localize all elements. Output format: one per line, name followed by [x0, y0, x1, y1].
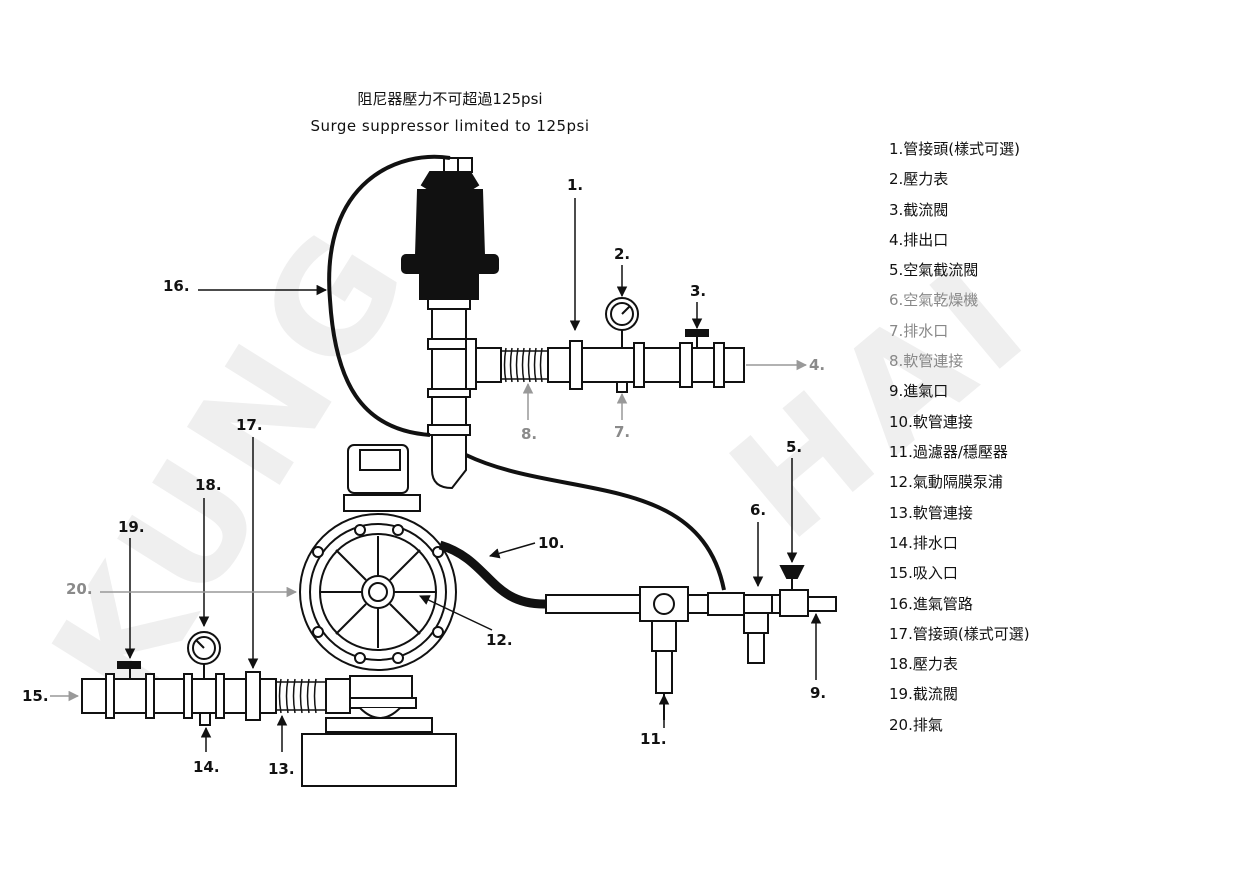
callout-1: 1. — [567, 176, 584, 194]
legend-item-16: 16.進氣管路 — [889, 595, 973, 613]
air-supply-line — [545, 565, 837, 720]
callout-19: 19. — [118, 518, 145, 536]
legend-item-7: 7.排水口 — [889, 322, 949, 340]
callout-5: 5. — [786, 438, 803, 456]
title-chinese: 阻尼器壓力不可超過125psi — [357, 90, 543, 108]
callout-4: 4. — [809, 356, 826, 374]
discharge-line — [465, 297, 745, 393]
callout-3: 3. — [690, 282, 707, 300]
legend-item-9: 9.進氣口 — [889, 382, 949, 400]
callout-9: 9. — [810, 684, 827, 702]
legend-item-8: 8.軟管連接 — [889, 352, 964, 370]
legend-item-18: 18.壓力表 — [889, 655, 958, 673]
callout-13: 13. — [268, 760, 295, 778]
callout-2: 2. — [614, 245, 631, 263]
pump-stand — [301, 733, 457, 787]
callout-8: 8. — [521, 425, 538, 443]
callout-11: 11. — [640, 730, 667, 748]
legend-item-4: 4.排出口 — [889, 231, 949, 249]
legend-item-14: 14.排水口 — [889, 534, 958, 552]
surge-suppressor — [401, 157, 499, 300]
callout-10: 10. — [538, 534, 565, 552]
legend-item-19: 19.截流閥 — [889, 685, 958, 703]
flex-hose-13 — [276, 678, 326, 714]
callout-17: 17. — [236, 416, 263, 434]
callout-12: 12. — [486, 631, 513, 649]
title-english: Surge suppressor limited to 125psi — [310, 117, 590, 135]
legend-item-20: 20.排氣 — [889, 716, 943, 734]
suction-line — [81, 631, 351, 726]
callout-14: 14. — [193, 758, 220, 776]
callout-18: 18. — [195, 476, 222, 494]
legend-item-13: 13.軟管連接 — [889, 504, 973, 522]
vertical-riser — [427, 298, 471, 490]
air-hose-to-pump — [465, 453, 726, 591]
callout-15: 15. — [22, 687, 49, 705]
legend-item-17: 17.管接頭(樣式可選) — [889, 625, 1030, 643]
legend-item-6: 6.空氣乾燥機 — [889, 291, 979, 309]
callout-20: 20. — [66, 580, 93, 598]
legend-item-15: 15.吸入口 — [889, 564, 958, 582]
legend-item-10: 10.軟管連接 — [889, 413, 973, 431]
exhaust-hose-10 — [438, 540, 547, 609]
diaphragm-pump — [299, 444, 457, 733]
legend-item-3: 3.截流閥 — [889, 201, 949, 219]
legend-item-2: 2.壓力表 — [889, 170, 949, 188]
callout-7: 7. — [614, 423, 631, 441]
legend-item-1: 1.管接頭(樣式可選) — [889, 140, 1021, 158]
legend-item-11: 11.過濾器/穩壓器 — [889, 443, 1008, 461]
legend-item-5: 5.空氣截流閥 — [889, 261, 979, 279]
air-hose-16 — [327, 154, 451, 437]
callout-6: 6. — [750, 501, 767, 519]
flex-hose-8 — [501, 347, 548, 383]
legend-item-12: 12.氣動隔膜泵浦 — [889, 473, 1003, 491]
callout-16: 16. — [163, 277, 190, 295]
